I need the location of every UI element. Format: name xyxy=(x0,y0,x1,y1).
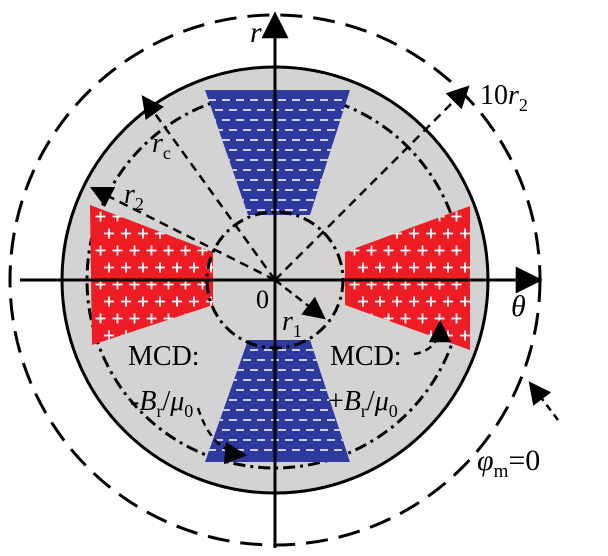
magnet-left-mark xyxy=(172,296,182,307)
magnet-left-mark xyxy=(104,228,114,239)
radius-c-arrow xyxy=(141,95,277,281)
magnet-left-mark xyxy=(180,245,191,256)
magnet-right-mark xyxy=(426,228,436,239)
magnet-right-mark xyxy=(358,296,368,307)
magnet-right-mark xyxy=(400,313,411,324)
magnet-right-mark xyxy=(451,211,462,222)
magnet-right-mark xyxy=(460,228,470,239)
mcd-left-value: -Br/μ0 xyxy=(130,386,193,421)
outer-radius-label: 10r2 xyxy=(480,80,528,115)
origin-label: 0 xyxy=(256,285,269,314)
magnet-left-mark xyxy=(163,245,174,256)
magnet-left-mark xyxy=(95,211,106,222)
magnet-left-mark xyxy=(155,296,165,307)
magnet-left-mark xyxy=(138,296,148,307)
magnet-right-mark xyxy=(426,262,436,273)
magnet-top xyxy=(205,90,350,215)
magnet-left-mark xyxy=(146,245,157,256)
magnet-left-mark xyxy=(104,296,114,307)
magnet-right-mark xyxy=(426,296,436,307)
mcd-right-pointer xyxy=(413,319,452,356)
magnet-right-mark xyxy=(460,262,470,273)
magnet-right-mark xyxy=(451,313,462,324)
magnet-left-mark xyxy=(112,245,123,256)
magnet-left-mark xyxy=(95,245,106,256)
magnet-left-mark xyxy=(95,313,106,324)
magnet-right-mark xyxy=(460,296,470,307)
magnet-left-mark xyxy=(121,228,131,239)
magnet-right-mark xyxy=(375,262,385,273)
magnet-left-mark xyxy=(121,262,131,273)
radius-c-label: rc xyxy=(152,128,171,163)
magnet-left-mark xyxy=(129,245,140,256)
magnet-right-mark xyxy=(409,262,419,273)
outer-radius-arrow xyxy=(274,85,470,281)
mcd-left-label: MCD: xyxy=(128,341,200,372)
radius-1-arrow xyxy=(274,279,326,320)
magnet-right-mark xyxy=(443,296,453,307)
magnet-left-mark xyxy=(138,262,148,273)
magnet-right-mark xyxy=(409,296,419,307)
magnet-left-mark xyxy=(155,262,165,273)
radius-1-label: r1 xyxy=(282,306,302,341)
magnet-left-mark xyxy=(121,296,131,307)
mcd-left-pointer xyxy=(196,407,248,465)
magnet-right-mark xyxy=(417,245,428,256)
potential-pointer xyxy=(528,381,559,421)
magnet-right-mark xyxy=(375,296,385,307)
potential-label: φm=0 xyxy=(477,444,540,482)
magnet-left-mark xyxy=(172,262,182,273)
magnet-right-mark xyxy=(358,262,368,273)
magnet-right-mark xyxy=(383,245,394,256)
magnet-left-mark xyxy=(104,262,114,273)
axis-r-label: r xyxy=(250,16,262,49)
radius-2-arrow xyxy=(89,186,276,282)
magnet-left-mark xyxy=(112,313,123,324)
magnet-left-mark xyxy=(189,262,199,273)
magnet-right-mark xyxy=(460,330,470,341)
magnet-right-mark xyxy=(451,245,462,256)
magnet-right-mark xyxy=(392,296,402,307)
magnet-right-mark xyxy=(434,245,445,256)
magnet-right-mark xyxy=(409,228,419,239)
magnet-left-mark xyxy=(129,313,140,324)
radius-2-label: r2 xyxy=(124,179,144,214)
mcd-right-label: MCD: xyxy=(330,341,402,372)
magnet-right-mark xyxy=(366,245,377,256)
axis-theta-label: θ xyxy=(511,290,526,323)
magnet-left-mark xyxy=(138,228,148,239)
magnet-left-mark xyxy=(104,330,114,341)
magnet-right-mark xyxy=(400,245,411,256)
magnet-left-mark xyxy=(146,313,157,324)
magnet-right-mark xyxy=(443,228,453,239)
magnet-right-mark xyxy=(443,262,453,273)
magnet-left-mark xyxy=(189,296,199,307)
magnet-right-mark xyxy=(417,313,428,324)
magnet-right-mark xyxy=(392,262,402,273)
mcd-right-value: +Br/μ0 xyxy=(328,386,398,421)
